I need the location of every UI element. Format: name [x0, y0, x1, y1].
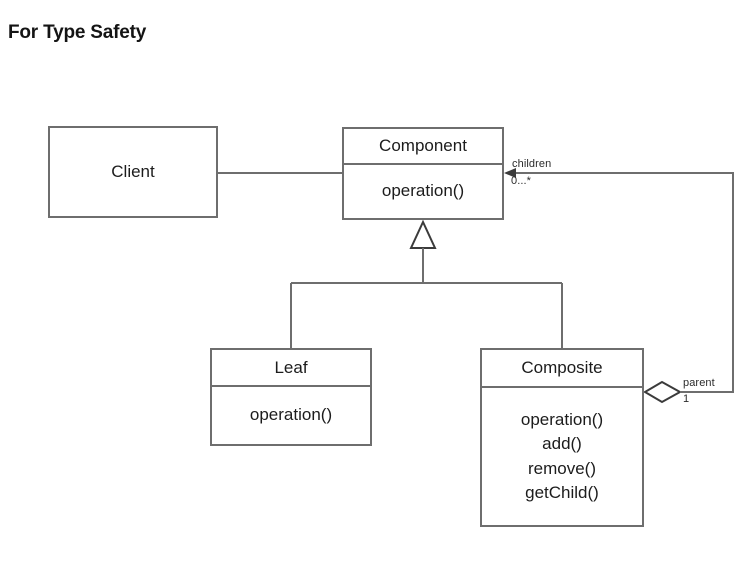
uml-operation: operation()	[520, 410, 604, 430]
generalization-tree	[290, 219, 563, 348]
page-title: For Type Safety	[8, 22, 147, 43]
uml-operation: add()	[542, 434, 582, 454]
uml-class-component[interactable]: Component operation()	[342, 127, 504, 220]
uml-operation: remove()	[527, 458, 596, 478]
uml-class-leaf-name: Leaf	[212, 350, 370, 387]
uml-class-component-name: Component	[344, 129, 502, 165]
uml-class-composite-operations: operation() add() remove() getChild()	[482, 388, 642, 525]
uml-class-client-name: Client	[111, 162, 155, 181]
association-label-children: children	[512, 158, 552, 170]
uml-operation: getChild()	[525, 482, 599, 502]
uml-class-composite[interactable]: Composite operation() add() remove() get…	[480, 348, 644, 527]
uml-class-leaf[interactable]: Leaf operation()	[210, 348, 372, 446]
uml-class-component-operations: operation()	[344, 165, 502, 218]
uml-class-composite-name: Composite	[482, 350, 642, 388]
uml-operation: operation()	[381, 181, 465, 201]
association-multiplicity-children: 0...*	[511, 175, 532, 187]
association-label-parent: parent	[683, 377, 715, 389]
uml-class-client[interactable]: Client	[48, 126, 218, 218]
uml-operation: operation()	[249, 405, 333, 425]
association-multiplicity-parent: 1	[683, 393, 690, 405]
uml-class-leaf-operations: operation()	[212, 387, 370, 444]
aggregation-composite-component	[504, 168, 734, 404]
